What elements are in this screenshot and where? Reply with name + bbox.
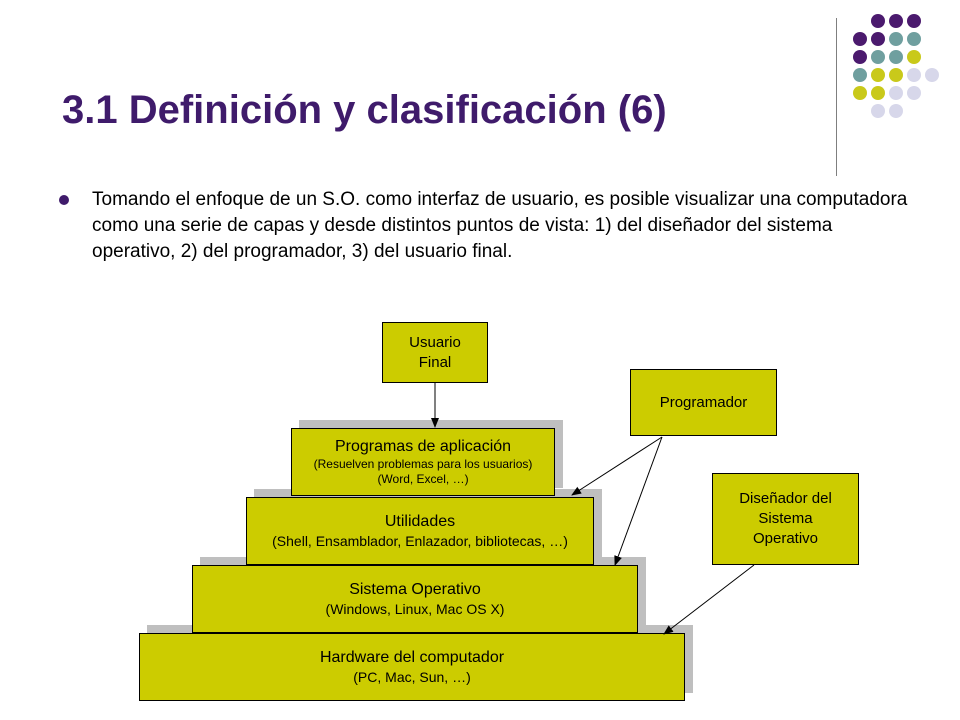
decorative-dot [889, 104, 903, 118]
decorative-dot [853, 86, 867, 100]
decorative-dot [925, 68, 939, 82]
decorative-dot [871, 68, 885, 82]
decorative-dot [907, 86, 921, 100]
user-final-box: Usuario Final [382, 322, 488, 383]
bullet-text: Tomando el enfoque de un S.O. como inter… [92, 189, 908, 262]
layer-utilities-detail: (Shell, Ensamblador, Enlazador, bibliote… [272, 533, 568, 549]
decorative-dot [853, 32, 867, 46]
decorative-dot [907, 32, 921, 46]
layer-hardware-title: Hardware del computador [319, 649, 505, 666]
decorative-dot [871, 104, 885, 118]
decorative-dot [853, 68, 867, 82]
decorative-dot [907, 50, 921, 64]
decorative-divider [836, 18, 837, 176]
decorative-dot [889, 68, 903, 82]
layer-utilities-title: Utilidades [384, 513, 456, 530]
layer-applications-detail2: (Word, Excel, …) [377, 472, 469, 486]
programmer-label: Programador [659, 393, 748, 411]
decorative-dot [907, 68, 921, 82]
layer-utilities: Utilidades (Shell, Ensamblador, Enlazado… [246, 497, 594, 565]
decorative-dot [853, 50, 867, 64]
layer-applications-detail1: (Resuelven problemas para los usuarios) [313, 457, 533, 471]
arrow-designer-to-hardware [663, 564, 755, 635]
user-label-line1: Usuario [409, 333, 461, 351]
decorative-dot [871, 50, 885, 64]
bullet-icon [59, 195, 69, 205]
layer-hardware-detail: (PC, Mac, Sun, …) [353, 669, 471, 685]
decorative-dot [907, 14, 921, 28]
designer-label-line2: Sistema [758, 510, 813, 527]
layer-operating-system: Sistema Operativo (Windows, Linux, Mac O… [192, 565, 638, 633]
decorative-dot [889, 32, 903, 46]
user-label-line2: Final [418, 353, 452, 371]
designer-label-line3: Operativo [752, 530, 819, 547]
decorative-dot [871, 32, 885, 46]
decorative-dot [871, 86, 885, 100]
decorative-dot-grid [853, 14, 939, 118]
layer-os-title: Sistema Operativo [349, 581, 481, 598]
decorative-dot [889, 14, 903, 28]
decorative-dot [889, 86, 903, 100]
layer-hardware: Hardware del computador (PC, Mac, Sun, …… [139, 633, 685, 701]
layer-applications-title: Programas de aplicación [334, 438, 512, 455]
designer-label-line1: Diseñador del [739, 490, 832, 507]
programmer-box: Programador [630, 369, 777, 436]
os-designer-box: Diseñador del Sistema Operativo [712, 473, 859, 565]
arrow-programmer-to-os [614, 436, 663, 566]
arrow-programmer-to-utilities [571, 436, 663, 496]
layer-os-detail: (Windows, Linux, Mac OS X) [325, 601, 505, 617]
layer-applications: Programas de aplicación (Resuelven probl… [291, 428, 555, 496]
decorative-dot [871, 14, 885, 28]
slide-title: 3.1 Definición y clasificación (6) [62, 88, 667, 132]
decorative-dot [889, 50, 903, 64]
